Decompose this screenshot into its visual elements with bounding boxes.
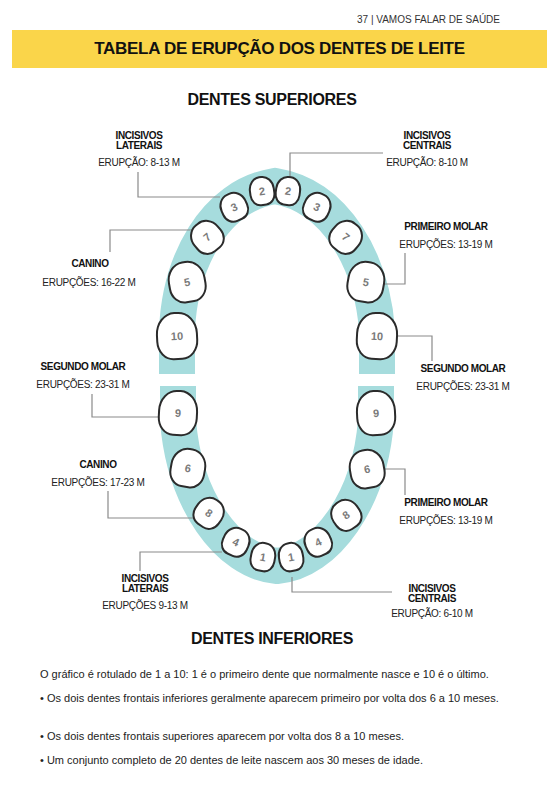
tooth-name: SEGUNDO MOLAR [408, 364, 518, 374]
note-text: O gráfico é rotulado de 1 a 10: 1 é o pr… [40, 668, 552, 681]
tooth-number: 4 [231, 535, 242, 548]
eruption-age: ERUPÇÕES: 23-31 M [408, 381, 518, 393]
tooth-number: 7 [201, 230, 213, 243]
tooth-number: 5 [183, 276, 191, 289]
eruption-age: ERUPÇÕES: 23-31 M [28, 379, 138, 391]
tooth-number: 6 [363, 463, 371, 476]
tooth-number: 5 [362, 276, 370, 289]
tooth-name: PRIMEIRO MOLAR [391, 498, 501, 508]
note-text: • Os dois dentes frontais inferiores ger… [40, 692, 552, 705]
tooth-number: 4 [313, 535, 324, 548]
tooth-shape: 9 [355, 389, 397, 437]
tooth-name: CANINO [50, 259, 130, 269]
eruption-age: ERUPÇÕES 9-13 M [90, 600, 200, 612]
tooth-name: INCISIVOS LATERAIS [104, 131, 174, 150]
title-text: TABELA DE ERUPÇÃO DOS DENTES DE LEITE [94, 39, 465, 59]
eruption-age: ERUPÇÕES: 13-19 M [391, 239, 501, 251]
section-heading: DENTES INFERIORES [122, 630, 422, 648]
eruption-age: ERUPÇÃO: 8-10 M [372, 157, 482, 169]
tooth-number: 10 [171, 330, 184, 343]
tooth-number: 9 [373, 407, 380, 419]
tooth-name: SEGUNDO MOLAR [28, 362, 138, 372]
tooth-number: 10 [371, 330, 384, 343]
tooth-number: 7 [340, 230, 352, 243]
tooth-name: CANINO [58, 460, 138, 470]
tooth-number: 3 [229, 200, 240, 213]
page-header: 37 | VAMOS FALAR DE SAÚDE [300, 14, 500, 26]
tooth-number: 9 [175, 407, 182, 419]
eruption-age: ERUPÇÕES: 16-22 M [34, 277, 144, 289]
note-text: • Os dois dentes frontais superiores apa… [40, 730, 552, 743]
tooth-number: 6 [184, 462, 192, 475]
tooth-shape: 9 [157, 389, 199, 437]
tooth-name: PRIMEIRO MOLAR [391, 222, 501, 232]
tooth-number: 8 [340, 508, 352, 521]
tooth-number: 3 [312, 200, 323, 213]
tooth-number: 2 [284, 185, 292, 198]
tooth-number: 1 [259, 551, 267, 564]
eruption-age: ERUPÇÃO: 6-10 M [377, 608, 487, 620]
note-text: • Um conjunto completo de 20 dentes de l… [40, 754, 552, 767]
eruption-age: ERUPÇÕES: 13-19 M [391, 515, 501, 527]
tooth-number: 1 [287, 551, 295, 564]
lower-gum [178, 386, 376, 566]
leader-lines [92, 153, 432, 592]
section-heading: DENTES SUPERIORES [122, 91, 422, 109]
tooth-number: 8 [203, 506, 215, 519]
title-band: TABELA DE ERUPÇÃO DOS DENTES DE LEITE [12, 30, 547, 68]
tooth-name: INCISIVOS CENTRAIS [392, 131, 462, 150]
tooth-shape: 10 [155, 311, 199, 361]
eruption-age: ERUPÇÕES: 17-23 M [43, 477, 153, 489]
tooth-number: 2 [258, 185, 266, 198]
tooth-name: INCISIVOS LATERAIS [110, 574, 180, 593]
tooth-shape: 10 [355, 311, 399, 361]
tooth-name: INCISIVOS CENTRAIS [397, 584, 467, 603]
eruption-age: ERUPÇÃO: 8-13 M [84, 157, 194, 169]
